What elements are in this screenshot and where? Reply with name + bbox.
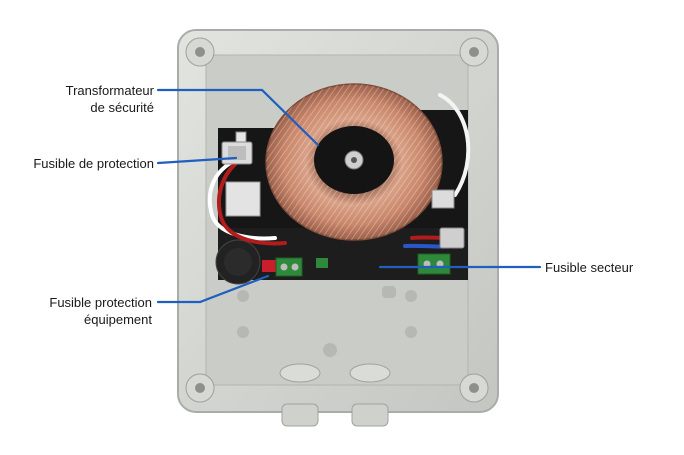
cable-glands <box>279 363 391 427</box>
leader-lines <box>156 88 542 304</box>
leader-equipment-fuse <box>156 274 270 304</box>
label-equipment-fuse-line2: équipement <box>84 312 152 327</box>
label-protection-fuse-text: Fusible de protection <box>33 156 154 171</box>
label-transformer-line1: Transformateur <box>65 83 154 98</box>
label-transformer: Transformateur de sécurité <box>40 82 154 116</box>
leader-transformer <box>156 88 320 147</box>
label-protection-fuse: Fusible de protection <box>0 155 154 172</box>
round-component <box>215 239 261 285</box>
label-equipment-fuse: Fusible protection équipement <box>0 294 152 328</box>
regulator-plate <box>225 181 261 217</box>
leader-protection-fuse <box>156 156 238 165</box>
mains-fuse-terminal <box>417 189 465 275</box>
equipment-fuse <box>262 257 328 277</box>
toroidal-transformer <box>265 83 443 241</box>
label-mains-fuse-text: Fusible secteur <box>545 260 634 275</box>
label-equipment-fuse-line1: Fusible protection <box>49 295 152 310</box>
label-mains-fuse: Fusible secteur <box>545 259 633 276</box>
label-transformer-line2: de sécurité <box>90 100 154 115</box>
